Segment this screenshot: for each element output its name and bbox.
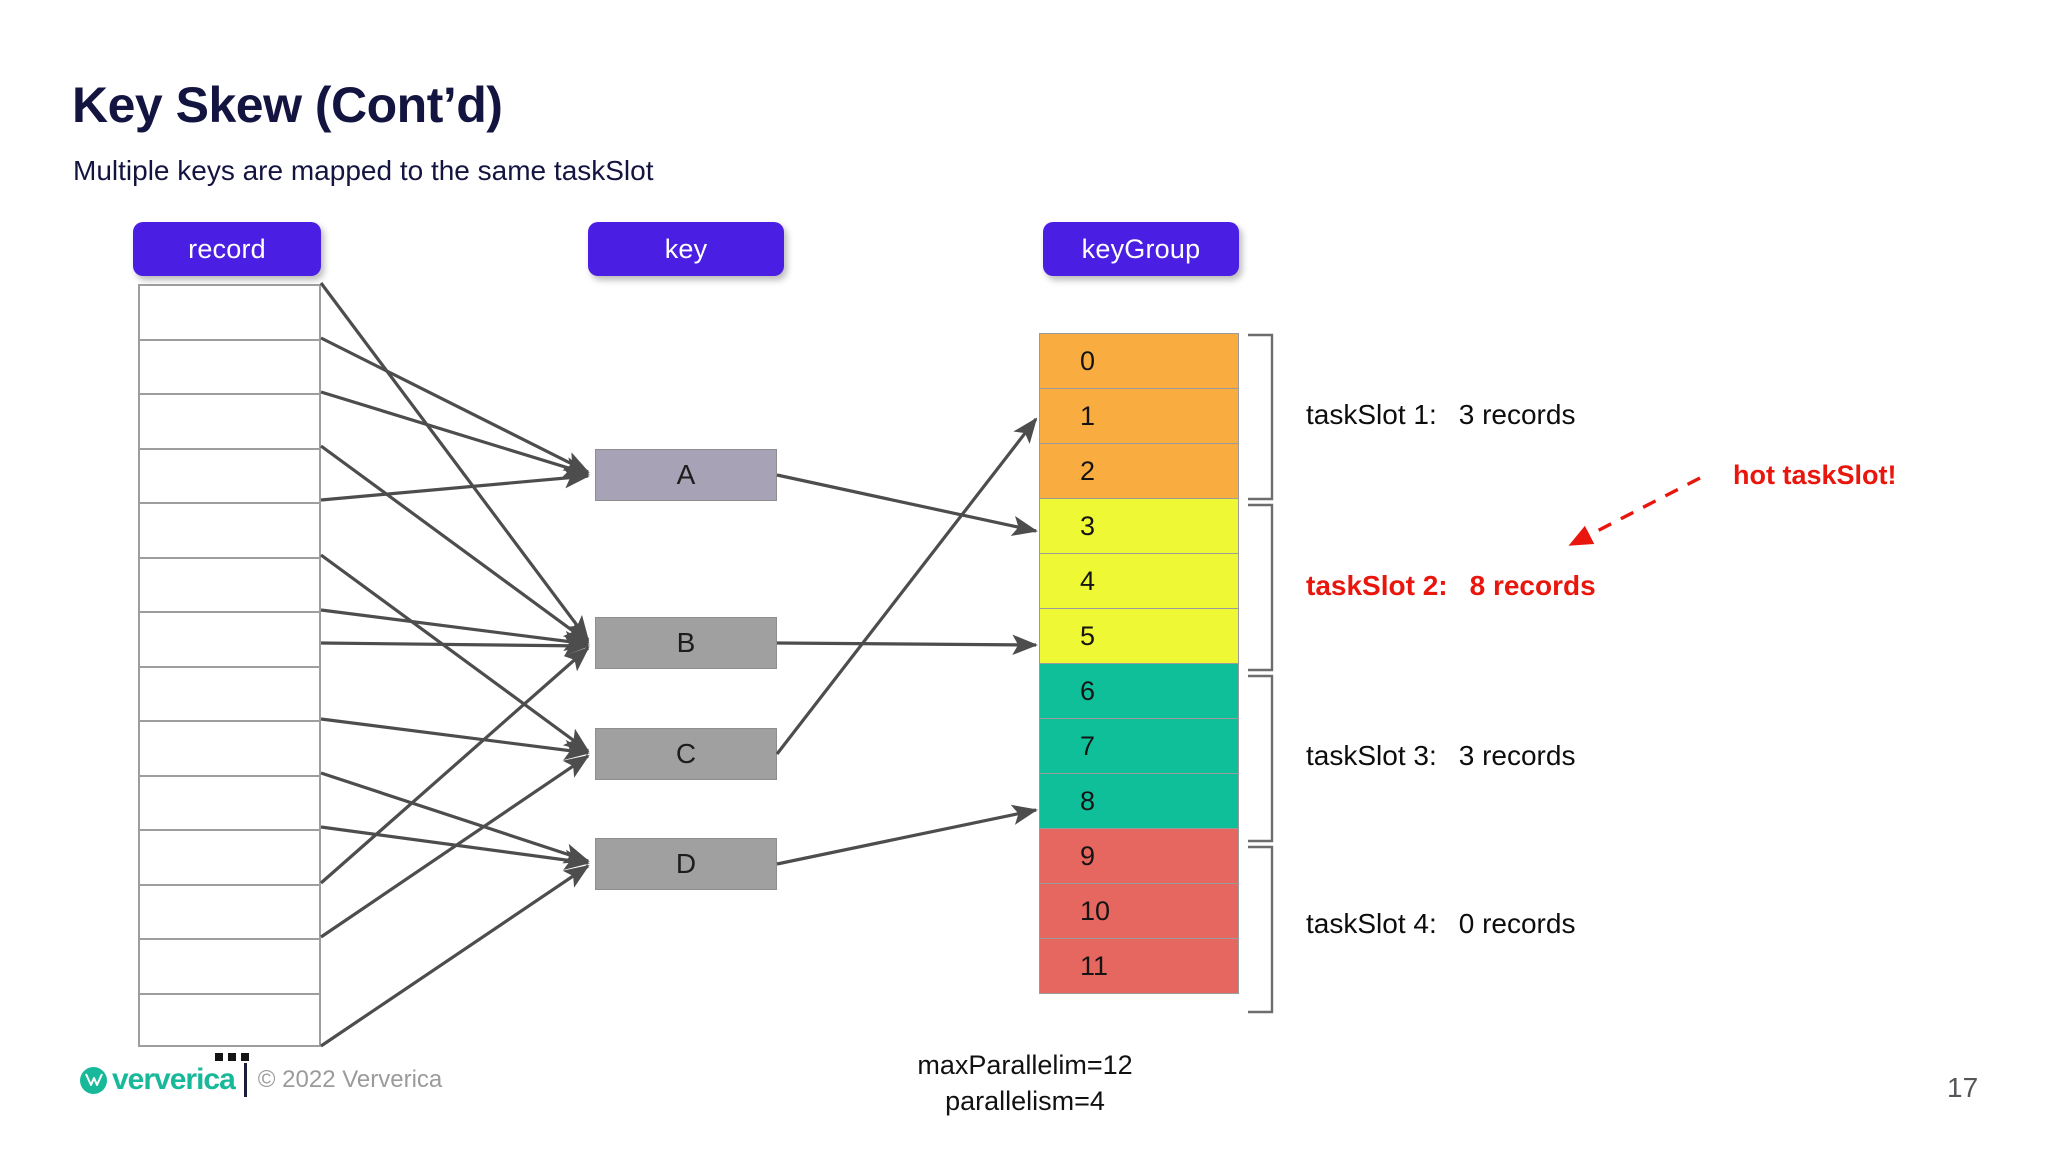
taskslot-label-1: taskSlot 1: 3 records: [1306, 399, 1575, 431]
taskslot-name: taskSlot 2:: [1306, 570, 1448, 601]
record-row: [140, 613, 319, 668]
column-header-keygroup: keyGroup: [1043, 222, 1239, 276]
keygroup-cell-1: 1: [1039, 388, 1239, 444]
footer-divider: [243, 1063, 247, 1097]
ververica-logo-icon: [80, 1066, 107, 1094]
max-parallelism-text: maxParallelim=12: [917, 1050, 1133, 1080]
record-row: [140, 940, 319, 995]
taskslot-brackets: [1248, 333, 1274, 1014]
record-row: [140, 450, 319, 504]
key-box-a: A: [595, 449, 777, 501]
keygroup-cell-3: 3: [1039, 498, 1239, 554]
record-row: [140, 777, 319, 831]
taskslot-label-3: taskSlot 3: 3 records: [1306, 740, 1575, 772]
key-box-c: C: [595, 728, 777, 780]
hot-taskslot-arrow: [1568, 476, 1701, 547]
parallelism-text: parallelism=4: [945, 1085, 1105, 1116]
taskslot-name: taskSlot 4:: [1306, 908, 1437, 939]
taskslot-record-count: 3 records: [1458, 399, 1576, 430]
ververica-dots-icon: [215, 1053, 249, 1061]
taskslot-record-count: 8 records: [1469, 570, 1596, 601]
ververica-wordmark: ververica: [112, 1063, 236, 1096]
record-row: [140, 831, 319, 886]
key-box-b: B: [595, 617, 777, 669]
copyright-text: © 2022 Ververica: [257, 1066, 443, 1093]
keygroup-cell-4: 4: [1039, 553, 1239, 609]
key-box-d: D: [595, 838, 777, 890]
record-to-key-arrows: [319, 282, 590, 1048]
record-row: [140, 995, 319, 1050]
keygroup-cell-0: 0: [1039, 333, 1239, 389]
record-row: [140, 668, 319, 722]
keygroup-cell-5: 5: [1039, 608, 1239, 664]
record-row: [140, 504, 319, 559]
parallelism-params: maxParallelim=12 parallelism=4: [917, 1048, 1132, 1119]
record-row: [140, 395, 319, 450]
taskslot-name: taskSlot 1:: [1306, 399, 1437, 430]
taskslot-record-count: 3 records: [1458, 740, 1576, 771]
taskslot-label-2: taskSlot 2: 8 records: [1306, 570, 1596, 602]
record-row: [140, 886, 319, 940]
record-row: [140, 722, 319, 777]
keygroup-cell-9: 9: [1039, 828, 1239, 884]
keygroup-cell-10: 10: [1039, 883, 1239, 939]
keygroup-cell-8: 8: [1039, 773, 1239, 829]
record-row: [140, 559, 319, 613]
page-title: Key Skew (Cont’d): [72, 77, 503, 133]
column-header-key: key: [588, 222, 784, 276]
taskslot-record-count: 0 records: [1458, 908, 1576, 939]
keygroup-cell-6: 6: [1039, 663, 1239, 719]
footer: ververica © 2022 Ververica: [80, 1063, 442, 1097]
keygroup-cell-11: 11: [1039, 938, 1239, 994]
record-row: [140, 286, 319, 341]
page-subtitle: Multiple keys are mapped to the same tas…: [73, 155, 654, 186]
taskslot-name: taskSlot 3:: [1306, 740, 1437, 771]
key-to-keygroup-arrows: [775, 417, 1038, 866]
hot-taskslot-note: hot taskSlot!: [1733, 460, 1897, 490]
column-header-record: record: [133, 222, 321, 276]
keygroup-cell-2: 2: [1039, 443, 1239, 499]
taskslot-label-4: taskSlot 4: 0 records: [1306, 908, 1575, 940]
keygroup-cell-7: 7: [1039, 718, 1239, 774]
record-row: [140, 341, 319, 395]
page-number: 17: [1947, 1072, 1979, 1103]
record-table: [138, 284, 321, 1047]
